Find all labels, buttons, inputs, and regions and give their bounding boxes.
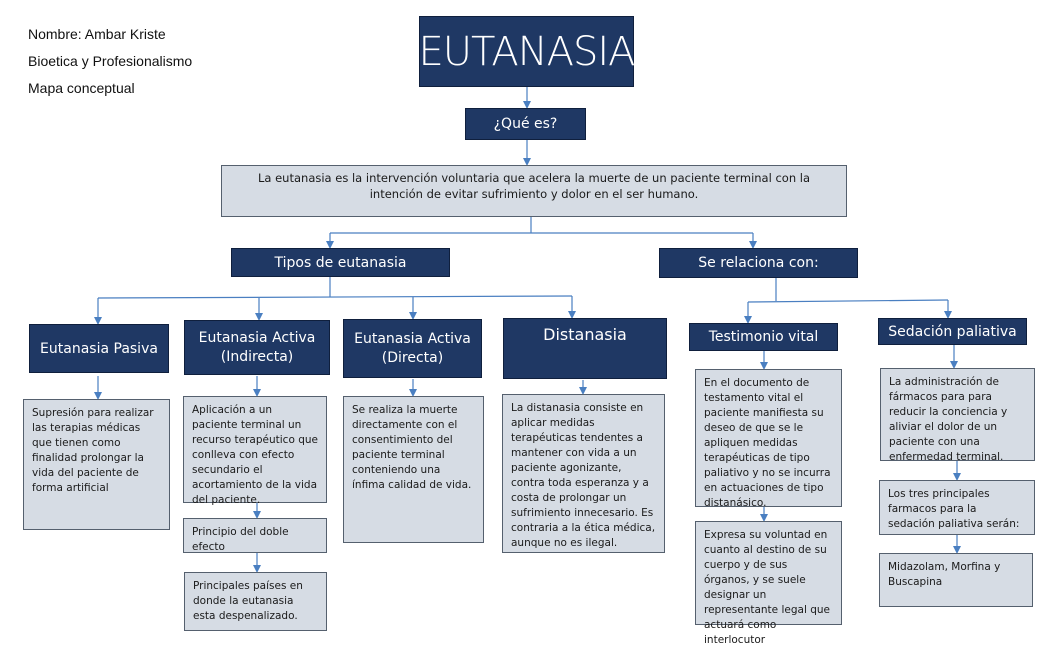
paises-box: Principales países en donde la eutanasia…: [184, 572, 327, 631]
activa-directa-box: Eutanasia Activa (Directa): [343, 319, 482, 378]
question-box: ¿Qué es?: [465, 108, 586, 140]
course-name: Bioetica y Profesionalismo: [28, 53, 193, 69]
activa-directa-description: Se realiza la muerte directamente con el…: [343, 396, 484, 543]
sedacion-box: Sedación paliativa: [878, 318, 1027, 345]
activa-indirecta-box: Eutanasia Activa (Indirecta): [184, 320, 330, 375]
connector-line: [747, 299, 949, 303]
farmacos-list: Midazolam, Morfina y Buscapina: [879, 553, 1033, 607]
testimonio-description: En el documento de testamento vital el p…: [695, 369, 842, 509]
pasiva-description: Supresión para realizar las terapias méd…: [23, 399, 170, 530]
testimonio-detail: Expresa su voluntad en cuanto al destino…: [695, 521, 842, 646]
farmacos-intro: Los tres principales farmacos para la se…: [879, 480, 1035, 535]
relations-branch-box: Se relaciona con:: [659, 248, 858, 278]
student-name: Nombre: Ambar Kriste: [28, 26, 166, 42]
distanasia-description: La distanasia consiste en aplicar medida…: [502, 394, 665, 553]
definition-box: La eutanasia es la intervención voluntar…: [221, 165, 847, 217]
distanasia-box: Distanasia: [503, 318, 667, 379]
testimonio-box: Testimonio vital: [689, 323, 838, 351]
title-box: EUTANASIA: [418, 16, 636, 87]
connector-line: [97, 295, 573, 299]
sedacion-description: La administración de fármacos para para …: [880, 368, 1035, 463]
pasiva-box: Eutanasia Pasiva: [29, 324, 169, 373]
types-branch-box: Tipos de eutanasia: [231, 248, 450, 277]
activa-indirecta-description: Aplicación a un paciente terminal un rec…: [183, 396, 327, 506]
doble-efecto-box: Principio del doble efecto: [183, 518, 327, 553]
document-type: Mapa conceptual: [28, 80, 135, 96]
